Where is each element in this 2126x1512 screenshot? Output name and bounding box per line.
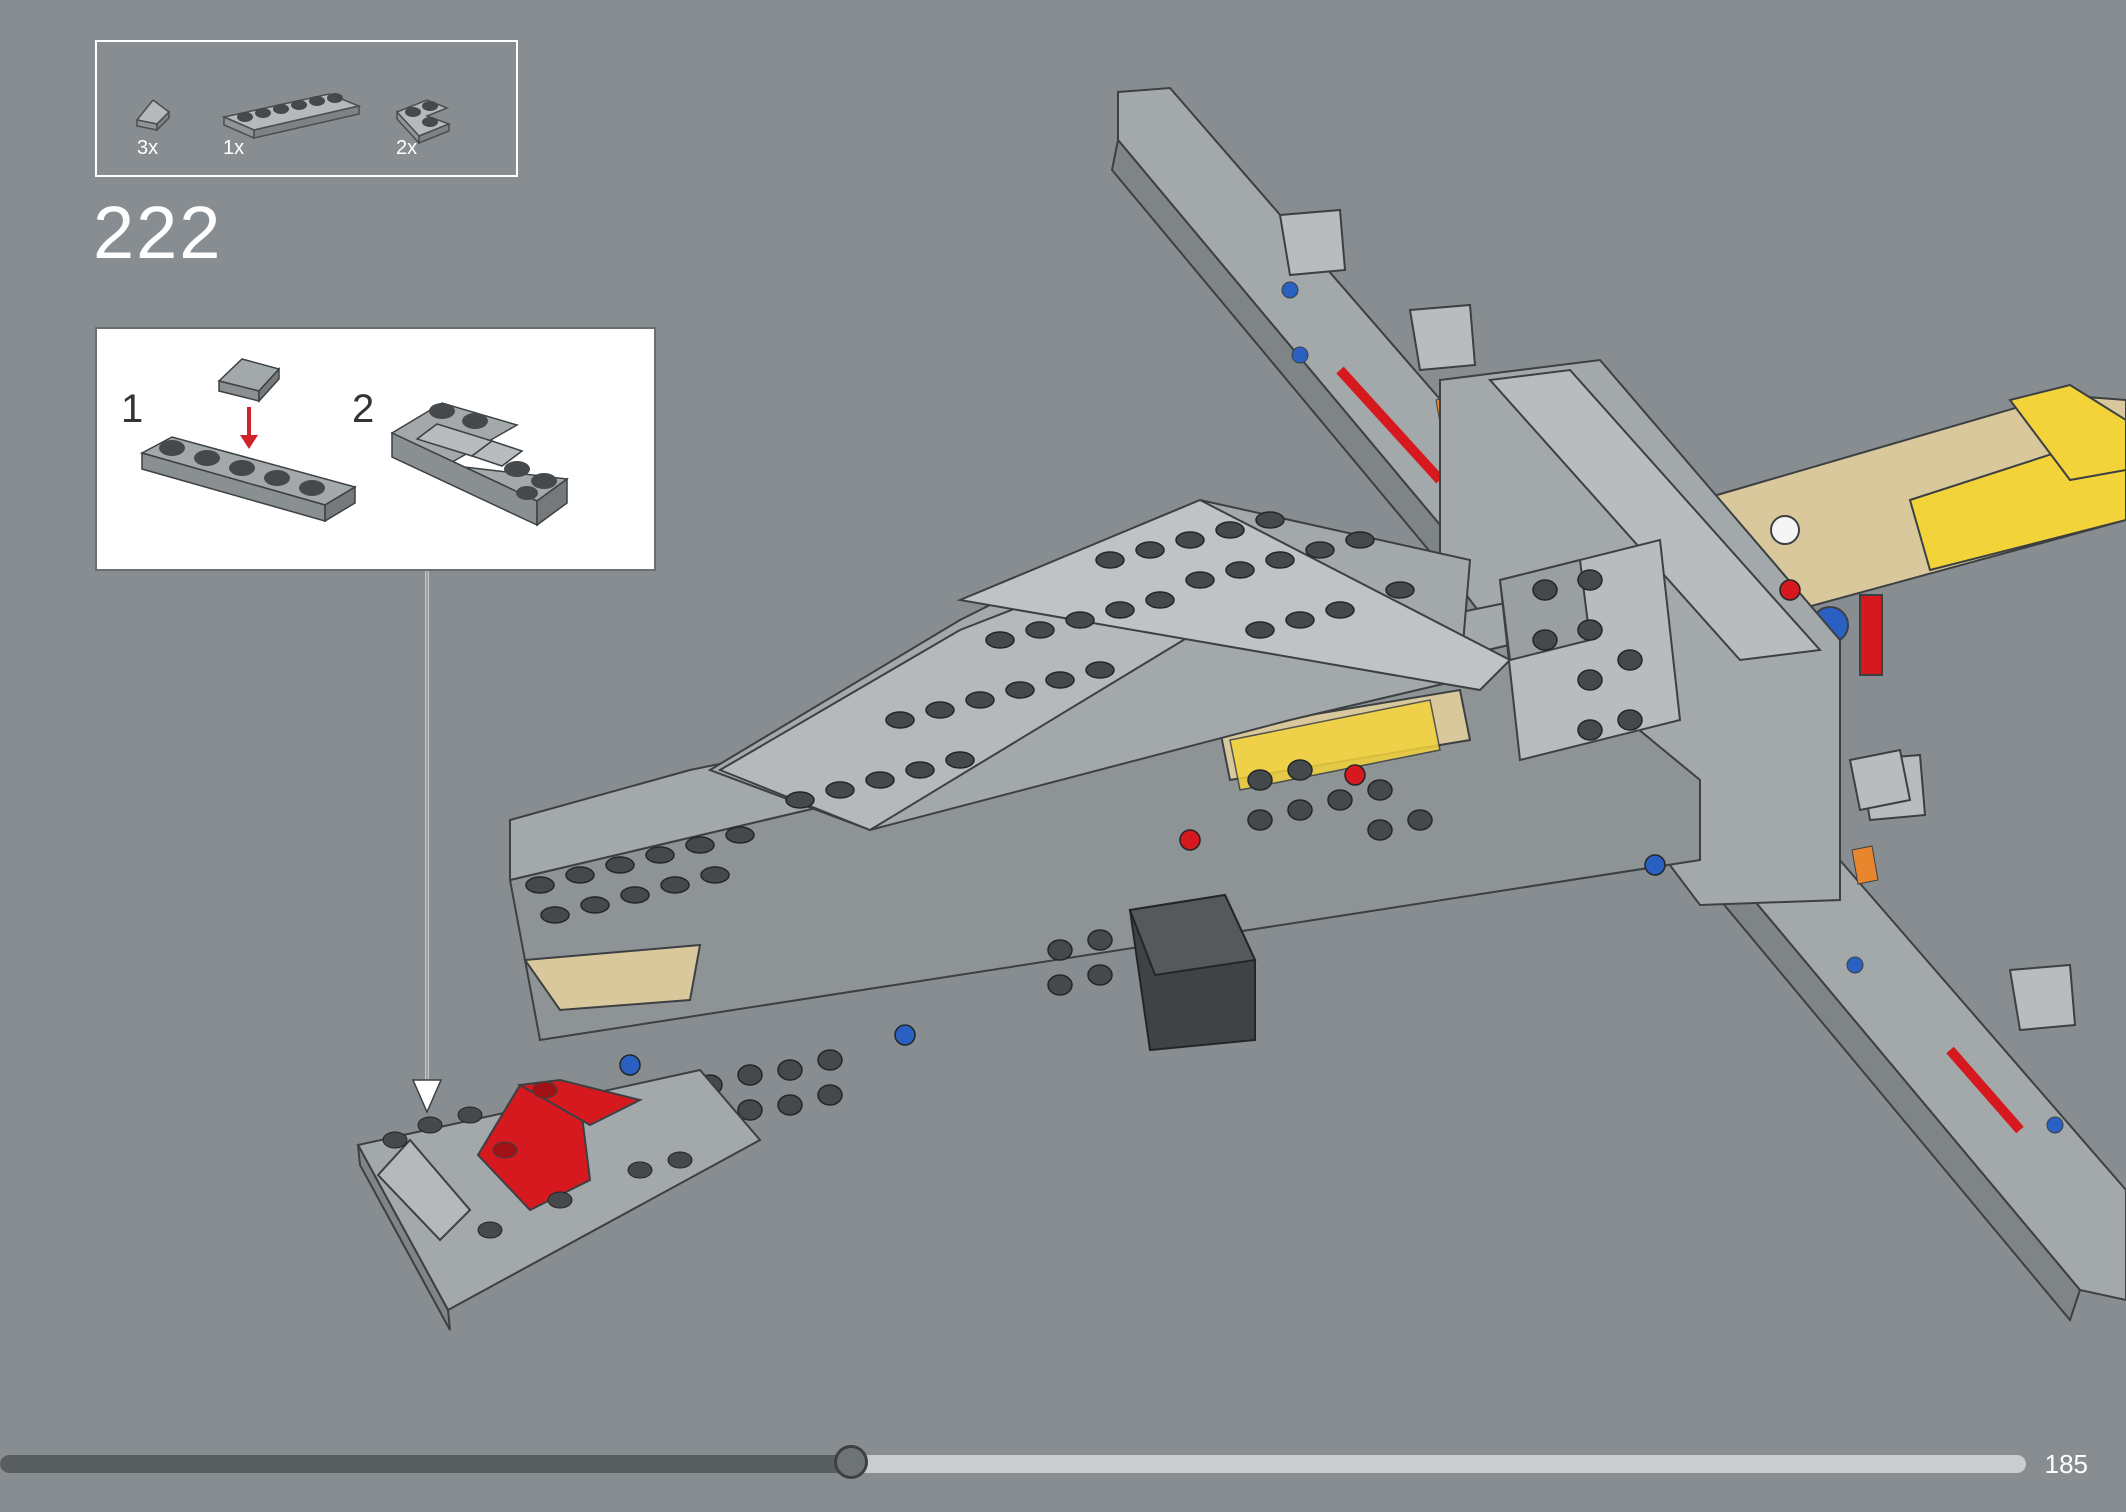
red-arrow-icon xyxy=(240,407,258,449)
part-count-corner: 2x xyxy=(396,137,418,159)
pins-icon xyxy=(619,579,1801,1076)
sub-step-2-assembly-icon xyxy=(390,402,569,527)
sub-step-number-1: 1 xyxy=(121,387,144,431)
callout-arrow-icon xyxy=(411,571,443,1114)
step-number: 222 xyxy=(93,191,223,274)
progress-bar[interactable] xyxy=(0,1445,2026,1479)
progress-knob[interactable] xyxy=(833,1445,868,1479)
sub-assembly-box: 1 2 xyxy=(95,327,656,571)
model-illustration xyxy=(356,86,2126,1331)
page-number: 185 xyxy=(2044,1449,2088,1479)
part-count-plate: 1x xyxy=(223,137,245,159)
parts-list-box: 3x 1x 2x xyxy=(95,40,518,177)
corner-plate-part-icon xyxy=(395,99,452,145)
sub-step-1-slope-icon xyxy=(217,358,281,403)
nose-plate-icon xyxy=(356,1068,762,1331)
sub-step-number-2: 2 xyxy=(352,387,375,431)
studs-icon xyxy=(525,511,1643,1131)
slope-part-icon xyxy=(135,98,171,132)
sub-assembly-illustration xyxy=(140,358,569,527)
parts-list-illustration xyxy=(135,93,452,145)
part-count-slope: 3x xyxy=(137,137,159,159)
sub-step-1-plate-icon xyxy=(140,436,357,523)
plate-1x6-part-icon xyxy=(221,93,362,140)
progress-fill xyxy=(0,1455,851,1473)
